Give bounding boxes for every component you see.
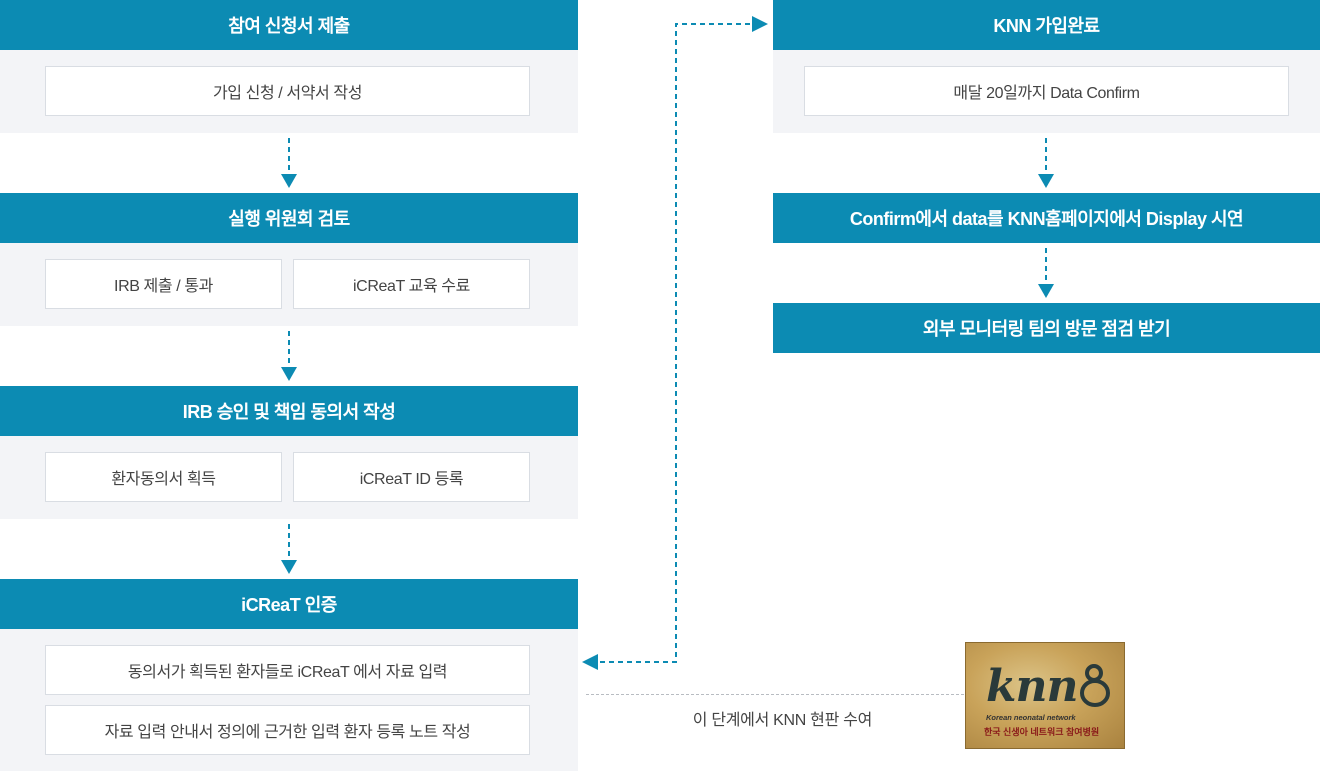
right-step3-title: 외부 모니터링 팀의 방문 점검 받기: [922, 319, 1171, 339]
step4-panel: 동의서가 획득된 환자들로 iCReaT 에서 자료 입력 자료 입력 안내서 …: [0, 629, 578, 771]
step3-header: IRB 승인 및 책임 동의서 작성: [0, 386, 578, 436]
logo-korean: 한국 신생아 네트워크 참여병원: [984, 727, 1100, 737]
step3-item-consent: 환자동의서 획득: [45, 452, 282, 502]
connector-arrow: [580, 14, 772, 674]
logo-subtitle: Korean neonatal network: [986, 713, 1076, 722]
right-step1-title: KNN 가입완료: [993, 16, 1100, 36]
baby-emblem-icon: [1080, 664, 1110, 707]
step2-item-irb: IRB 제출 / 통과: [45, 259, 282, 309]
right-step1-item-confirm: 매달 20일까지 Data Confirm: [804, 66, 1289, 116]
step2-panel: IRB 제출 / 통과 iCReaT 교육 수료: [0, 243, 578, 326]
step4-title: iCReaT 인증: [241, 595, 337, 615]
step4-item-registration-note: 자료 입력 안내서 정의에 근거한 입력 환자 등록 노트 작성: [45, 705, 530, 755]
step2-title: 실행 위원회 검토: [228, 209, 350, 229]
right-step2-header: Confirm에서 data를 KNN홈페이지에서 Display 시연: [773, 193, 1320, 243]
arrow-down-icon: [1038, 248, 1054, 298]
step3-title: IRB 승인 및 책임 동의서 작성: [182, 402, 396, 422]
arrow-down-icon: [1038, 138, 1054, 188]
arrow-down-3: [279, 524, 299, 576]
arrow-down-right-2: [1036, 248, 1056, 300]
step2-item-icreat-edu: iCReaT 교육 수료: [293, 259, 530, 309]
logo-wordmark: knn: [986, 661, 1078, 712]
arrow-down-icon: [281, 138, 297, 188]
right-step2-title: Confirm에서 data를 KNN홈페이지에서 Display 시연: [849, 209, 1244, 229]
knn-plaque-logo: knn Korean neonatal network 한국 신생아 네트워크 …: [965, 642, 1125, 749]
step1-item-apply: 가입 신청 / 서약서 작성: [45, 66, 530, 116]
step3-item-icreat-id: iCReaT ID 등록: [293, 452, 530, 502]
dashed-connector-icon: [582, 16, 768, 670]
arrow-down-right-1: [1036, 138, 1056, 190]
step3-panel: 환자동의서 획득 iCReaT ID 등록: [0, 436, 578, 519]
step4-header: iCReaT 인증: [0, 579, 578, 629]
arrow-down-1: [279, 138, 299, 190]
step1-title: 참여 신청서 제출: [228, 16, 350, 36]
step4-item-data-entry: 동의서가 획득된 환자들로 iCReaT 에서 자료 입력: [45, 645, 530, 695]
arrow-down-icon: [281, 331, 297, 381]
arrow-down-icon: [281, 524, 297, 574]
right-step1-panel: 매달 20일까지 Data Confirm: [773, 50, 1320, 133]
step2-header: 실행 위원회 검토: [0, 193, 578, 243]
step1-header: 참여 신청서 제출: [0, 0, 578, 50]
right-step3-header: 외부 모니터링 팀의 방문 점검 받기: [773, 303, 1320, 353]
arrow-down-2: [279, 331, 299, 383]
plaque-divider: [586, 694, 964, 695]
right-step1-header: KNN 가입완료: [773, 0, 1320, 50]
step1-panel: 가입 신청 / 서약서 작성: [0, 50, 578, 133]
plaque-note: 이 단계에서 KNN 현판 수여: [692, 712, 873, 729]
